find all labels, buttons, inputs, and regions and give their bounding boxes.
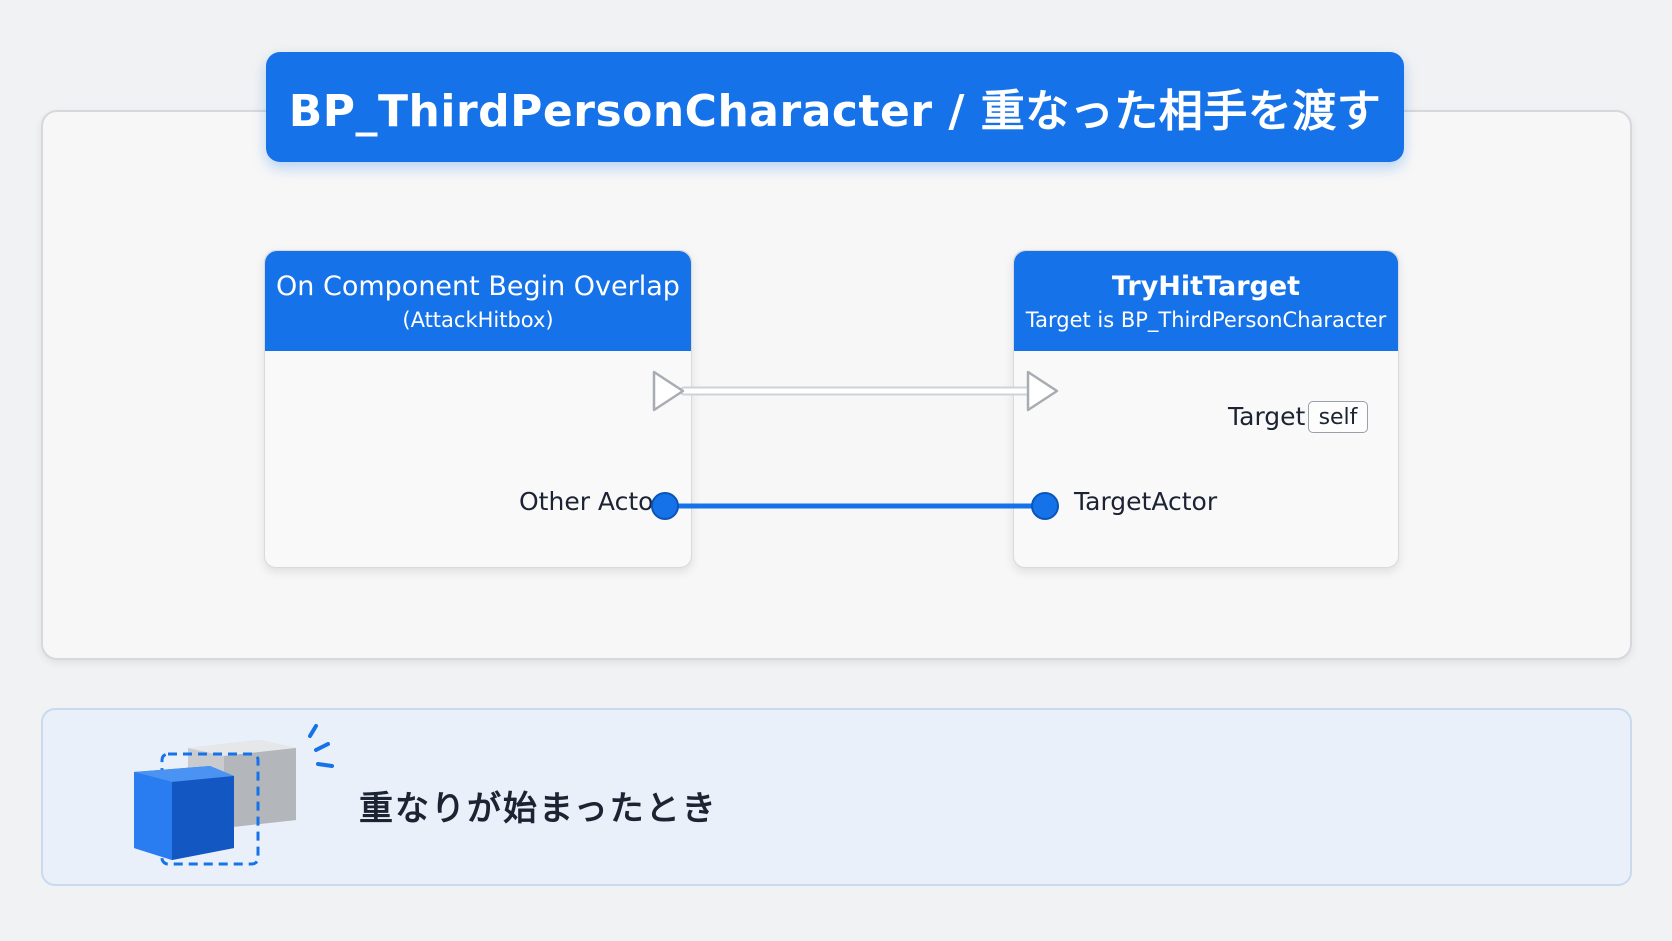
overlapping-cubes-icon — [134, 724, 334, 866]
target-actor-pin-label: TargetActor — [1074, 487, 1218, 516]
target-pin-label: Target — [1228, 402, 1306, 431]
event-node-subtitle: (AttackHitbox) — [402, 308, 554, 332]
function-node-header: TryHitTarget Target is BP_ThirdPersonCha… — [1014, 251, 1398, 351]
function-node-subtitle: Target is BP_ThirdPersonCharacter — [1025, 308, 1387, 332]
event-node-begin-overlap[interactable]: On Component Begin Overlap (AttackHitbox… — [264, 250, 692, 568]
caption-panel — [41, 708, 1632, 886]
data-pin-icon[interactable] — [651, 492, 679, 520]
exec-arrow-icon[interactable] — [652, 370, 685, 412]
data-pin-icon[interactable] — [1031, 492, 1059, 520]
function-node-title: TryHitTarget — [1111, 271, 1301, 302]
target-self-value[interactable]: self — [1308, 401, 1368, 433]
overlap-caption: 重なりが始まったとき — [359, 789, 718, 829]
other-actor-pin-label: Other Actor — [519, 487, 664, 516]
function-node-try-hit-target[interactable]: TryHitTarget Target is BP_ThirdPersonCha… — [1013, 250, 1399, 568]
page-title: BP_ThirdPersonCharacter / 重なった相手を渡す — [266, 52, 1404, 162]
event-node-header: On Component Begin Overlap (AttackHitbox… — [265, 251, 691, 351]
event-node-title: On Component Begin Overlap — [276, 271, 680, 302]
exec-arrow-icon[interactable] — [1026, 370, 1059, 412]
